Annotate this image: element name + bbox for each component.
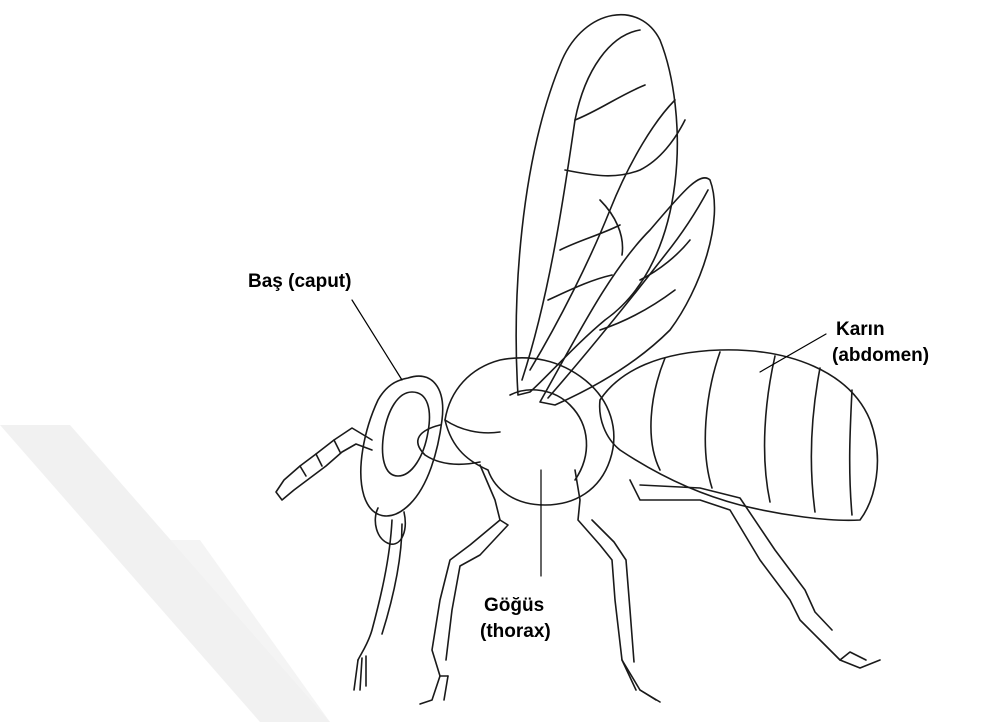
legs [420,465,880,704]
antenna [276,428,372,500]
label-abdomen-turkish: Karın [836,318,885,342]
mouthparts [354,520,402,690]
label-head: Baş (caput) [248,270,351,294]
compound-eye [383,392,430,476]
forewing [516,15,685,395]
thorax [418,358,614,505]
label-abdomen-latin: (abdomen) [832,344,929,368]
watermark-stripes [0,425,330,722]
abdomen [600,350,878,520]
leader-head [352,300,402,380]
head [361,376,443,544]
leader-lines [352,300,826,576]
label-thorax-turkish: Göğüs [484,594,544,618]
label-thorax-latin: (thorax) [480,620,551,644]
